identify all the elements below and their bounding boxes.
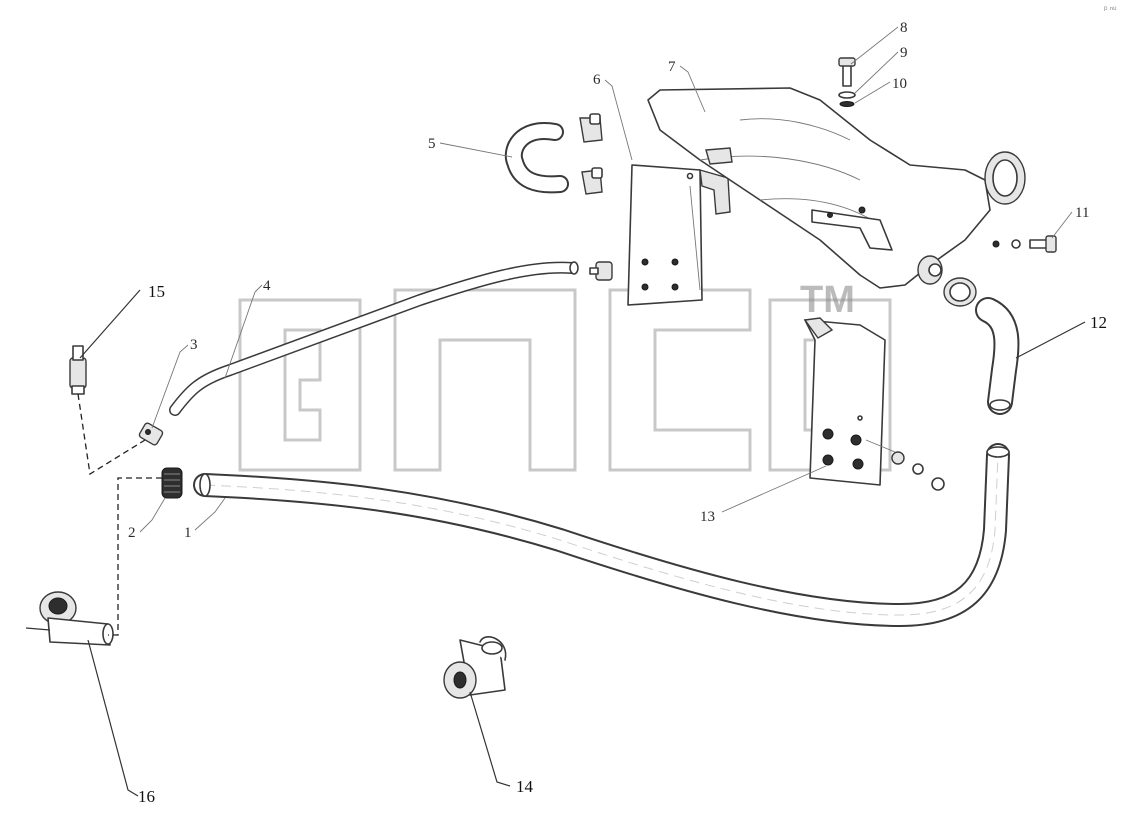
part-7-expansion-tank bbox=[647, 87, 1026, 289]
callout-8: 8 bbox=[900, 20, 908, 36]
callout-15: 15 bbox=[148, 282, 165, 301]
part-4-thin-pipe bbox=[169, 261, 613, 416]
callout-4: 4 bbox=[263, 278, 271, 294]
part-2-knurled-plug bbox=[161, 467, 183, 499]
callout-6: 6 bbox=[593, 72, 601, 88]
callout-13: 13 bbox=[700, 509, 715, 525]
callout-7: 7 bbox=[668, 59, 676, 75]
part-9-washer bbox=[838, 91, 856, 99]
part-16-valve-fitting bbox=[25, 591, 114, 646]
part-14-elbow-fitting bbox=[443, 636, 507, 699]
callout-2: 2 bbox=[128, 525, 136, 541]
callout-labels: 1 2 3 4 5 6 7 8 9 10 11 12 13 14 15 16 bbox=[128, 20, 1107, 806]
callout-5: 5 bbox=[428, 136, 436, 152]
watermark-tm: TM bbox=[800, 279, 855, 321]
callout-14: 14 bbox=[516, 777, 534, 796]
corner-mark: ᵖ ⁿᵘ bbox=[1104, 4, 1117, 14]
callout-10: 10 bbox=[892, 76, 907, 92]
part-15-nipple-fitting bbox=[69, 345, 87, 395]
part-11-bolt-washers bbox=[992, 235, 1057, 253]
part-13-bracket-nuts bbox=[803, 317, 945, 491]
watermark-logo: TM bbox=[238, 279, 892, 472]
callout-3: 3 bbox=[190, 337, 198, 353]
part-12-short-hose bbox=[943, 277, 1020, 415]
part-10-seal bbox=[839, 101, 855, 107]
callout-12: 12 bbox=[1090, 313, 1107, 332]
callout-16: 16 bbox=[138, 787, 155, 806]
callout-9: 9 bbox=[900, 45, 908, 61]
part-1-main-hose bbox=[193, 443, 1010, 627]
callout-1: 1 bbox=[184, 525, 192, 541]
assembly-dashed-lines bbox=[77, 393, 162, 636]
part-6-bracket bbox=[627, 164, 731, 306]
callout-11: 11 bbox=[1075, 205, 1089, 221]
part-5-u-hose bbox=[504, 113, 603, 195]
leader-lines bbox=[79, 26, 1086, 797]
part-3-fitting bbox=[138, 422, 164, 446]
